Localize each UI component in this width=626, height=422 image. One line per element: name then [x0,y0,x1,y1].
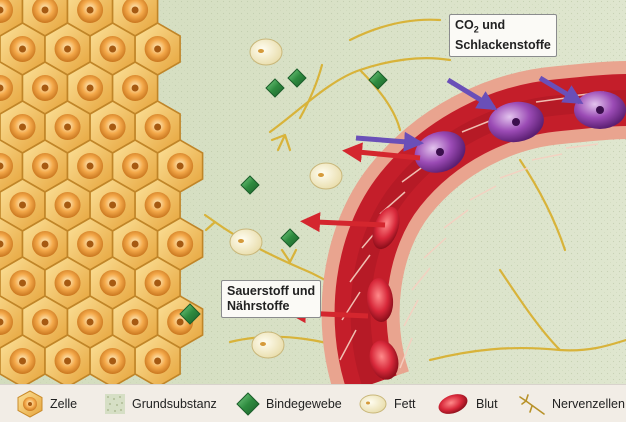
blood-cell-icon [436,392,470,416]
cell-icon [16,390,44,418]
ground-substance-icon [104,393,126,415]
legend-item-ground: Grundsubstanz [104,385,217,422]
legend-label-ground: Grundsubstanz [132,397,217,411]
fat-cell [310,163,342,189]
legend-label-blood: Blut [476,397,498,411]
legend-label-fat: Fett [394,397,416,411]
fat-cell [250,39,282,65]
legend-item-connective: Bindegewebe [236,385,342,422]
legend-item-cell: Zelle [16,385,77,422]
tissue-illustration [0,0,626,384]
fat-cell [252,332,284,358]
fat-cell [230,229,262,255]
co2-callout: CO2 und Schlackenstoffe [449,14,557,57]
legend-item-nerve: Nervenzellen [518,385,625,422]
legend-label-connective: Bindegewebe [266,397,342,411]
connective-tissue-icon [236,392,260,416]
legend: Zelle Grundsubstanz Bindegewebe Fett [0,384,626,422]
cell-layer [0,0,203,384]
legend-label-cell: Zelle [50,397,77,411]
legend-label-nerve: Nervenzellen [552,397,625,411]
nerve-cell-icon [518,392,546,416]
legend-item-blood: Blut [436,385,498,422]
fat-icon [358,393,388,415]
oxygen-callout: Sauerstoff und Nährstoffe [221,280,321,318]
legend-item-fat: Fett [358,385,416,422]
